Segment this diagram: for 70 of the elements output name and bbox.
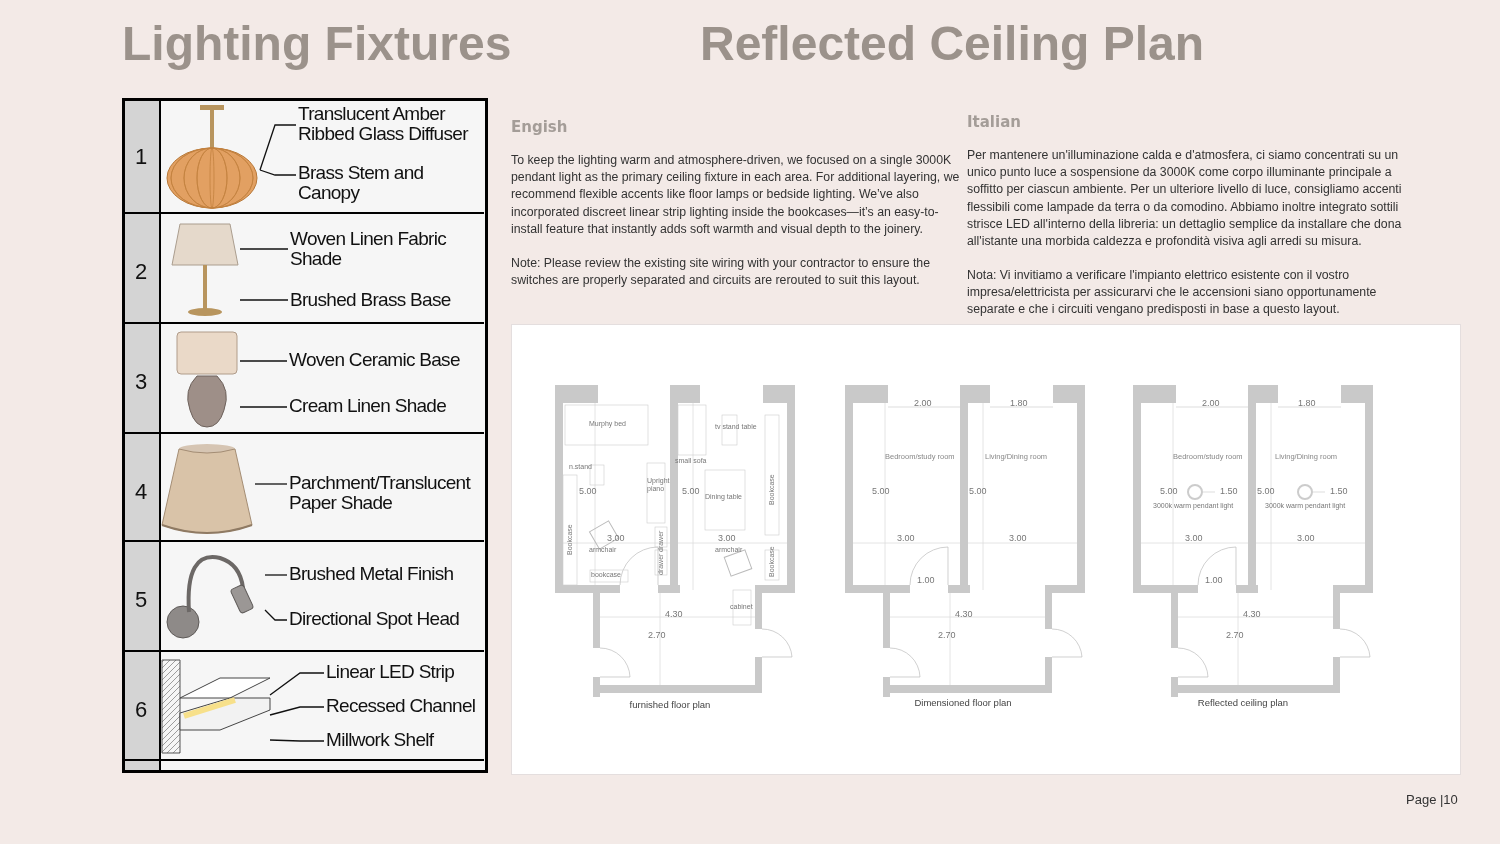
note-paragraph: Note: Please review the existing site wiring with your contractor to ensure the switches are properly separated and circuits are rerouted to suit this layout. [511, 255, 931, 290]
callout-label: Brushed Metal Finish [289, 564, 483, 584]
dimension-label: 4.30 [955, 610, 973, 620]
dimension-label: 5.00 [969, 487, 987, 497]
dimension-label: 2.70 [648, 631, 666, 641]
dimension-label: 2.70 [938, 631, 956, 641]
row-number: 6 [135, 698, 148, 723]
ceramic-table-lamp-drawing [175, 330, 240, 430]
dimension-label: 3.00 [1297, 534, 1315, 544]
dimension-label: 5.00 [579, 487, 597, 497]
callout-label: Brushed Brass Base [290, 290, 484, 310]
callout-label: Woven Ceramic Base [289, 350, 483, 370]
leader-line [259, 124, 297, 171]
dimension-label: 2.00 [1202, 399, 1220, 409]
plan-caption: Reflected ceiling plan [1197, 698, 1289, 709]
page-heading: Lighting Fixtures [122, 18, 512, 71]
dimension-label: 5.00 [1160, 487, 1178, 497]
leader-line [264, 609, 288, 621]
section-heading: Engish [511, 119, 568, 136]
callout-label: Brass Stem and Canopy [298, 163, 484, 203]
dimension-label: 1.80 [1010, 399, 1028, 409]
dimension-label: 2.70 [1226, 631, 1244, 641]
dimension-label: 1.50 [1220, 487, 1238, 497]
note-paragraph: Nota: Vi invitiamo a verificare l'impianto elettrico esistente con il vostro impresa/elettricista per assicurarvi che le accensioni siano opportunamente separate e che i circuiti vengano predisposti in base a questo layout. [967, 267, 1378, 319]
callout-label: Cream Linen Shade [289, 396, 483, 416]
row-number: 1 [135, 145, 148, 170]
section-heading: Italian [967, 114, 1021, 131]
dimension-label: 5.00 [1257, 487, 1275, 497]
leader-line [259, 169, 297, 176]
dimension-label: 3.00 [718, 534, 736, 544]
dimension-label: 3.00 [607, 534, 625, 544]
callout-label: Translucent Amber Ribbed Glass Diffuser [298, 104, 484, 144]
dimension-label: 1.00 [917, 576, 935, 586]
dimension-label: 3.00 [1185, 534, 1203, 544]
paragraph: To keep the lighting warm and atmosphere-driven, we focused on a single 3000K pendant light as the primary ceiling fixture in each area. For additional layering, we recommend flexible accents like floor lamps or bedside lighting. We’ve also incorporated discreet linear strip lighting inside the bookcases—it’s an easy-to-install feature that instantly adds soft warmth and visual depth to the joinery. [511, 152, 961, 238]
dimension-label: 2.00 [914, 399, 932, 409]
dimension-label: 3.00 [1009, 534, 1027, 544]
leader-line [269, 739, 325, 742]
dimension-label: 3.00 [897, 534, 915, 544]
pendant-lamp-drawing [165, 103, 260, 211]
row-number: 3 [135, 370, 148, 395]
row-number: 5 [135, 588, 148, 613]
leader-line [239, 406, 288, 408]
callout-label: Woven Linen Fabric Shade [290, 229, 484, 269]
plan-caption: Dimensioned floor plan [914, 698, 1012, 709]
callout-label: Parchment/Translucent Paper Shade [289, 473, 485, 513]
page-heading: Reflected Ceiling Plan [700, 18, 1205, 71]
dimension-label: 4.30 [665, 610, 683, 620]
leader-line [239, 299, 289, 301]
paragraph: Per mantenere un'illuminazione calda e d'atmosfera, ci siamo concentrati su un unico punto luce a sospensione da 3000K come corpo illuminante principale a soffitto per ciascun ambiente. Per un ulteriore livello di luce, consigliamo accenti flessibili come lampade da terra o da comodino. Abbiamo inoltre integrato sottili strisce LED all'interno della libreria: un dettaglio semplice da installare che dona all'istante una morbida caldezza e profondità visiva agli arredi su misura. [967, 147, 1403, 250]
leader-line [254, 483, 288, 485]
dimension-label: 5.00 [872, 487, 890, 497]
row-number: 2 [135, 260, 148, 285]
dimension-label: 1.00 [1205, 576, 1223, 586]
callout-label: Millwork Shelf [326, 730, 486, 750]
dimension-label: 4.30 [1243, 610, 1261, 620]
dimension-label: 5.00 [682, 487, 700, 497]
row-number: 4 [135, 480, 148, 505]
page-number: Page |10 [1406, 793, 1458, 808]
dimension-label: 1.80 [1298, 399, 1316, 409]
callout-label: Directional Spot Head [289, 609, 483, 629]
leader-line [239, 360, 288, 362]
plan-caption: furnished floor plan [629, 700, 711, 711]
leader-line [269, 672, 325, 696]
dimension-label: 1.50 [1330, 487, 1348, 497]
leader-line [239, 248, 289, 250]
leader-line [264, 574, 288, 576]
callout-label: Recessed Channel [326, 696, 486, 716]
callout-label: Linear LED Strip [326, 662, 486, 682]
leader-line [269, 706, 325, 716]
